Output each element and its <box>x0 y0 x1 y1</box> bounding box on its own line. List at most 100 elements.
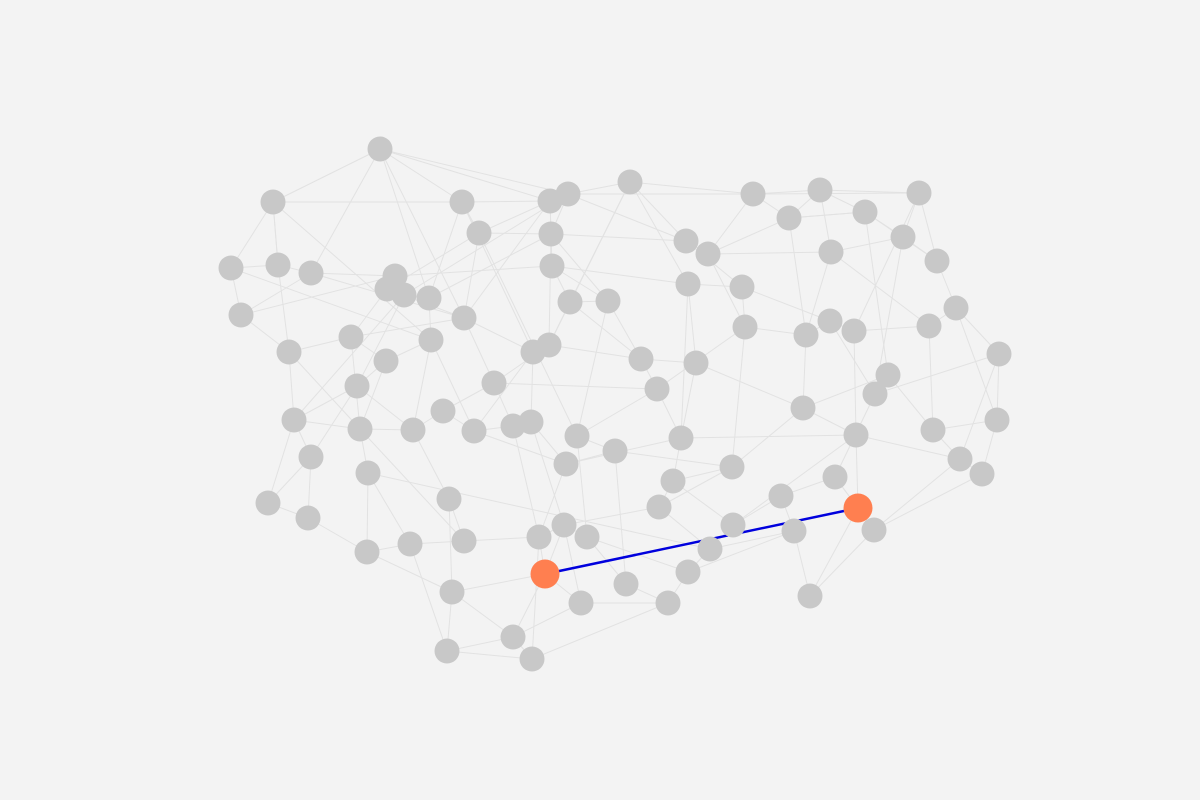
graph-node[interactable] <box>768 483 794 509</box>
graph-node[interactable] <box>276 339 302 365</box>
graph-node[interactable] <box>255 490 281 516</box>
graph-node[interactable] <box>843 422 869 448</box>
graph-node[interactable] <box>347 416 373 442</box>
graph-node[interactable] <box>461 418 487 444</box>
graph-node[interactable] <box>451 305 477 331</box>
graph-node[interactable] <box>729 274 755 300</box>
graph-node[interactable] <box>861 517 887 543</box>
graph-node[interactable] <box>539 253 565 279</box>
graph-node[interactable] <box>862 381 888 407</box>
graph-node[interactable] <box>822 464 848 490</box>
graph-node[interactable] <box>434 638 460 664</box>
graph-node[interactable] <box>354 539 380 565</box>
graph-node[interactable] <box>906 180 932 206</box>
graph-node[interactable] <box>781 518 807 544</box>
graph-node[interactable] <box>943 295 969 321</box>
graph-node[interactable] <box>852 199 878 225</box>
graph-node[interactable] <box>397 531 423 557</box>
graph-node[interactable] <box>260 189 286 215</box>
graph-node[interactable] <box>344 373 370 399</box>
graph-node[interactable] <box>595 288 621 314</box>
graph-node[interactable] <box>451 528 477 554</box>
graph-node[interactable] <box>416 285 442 311</box>
graph-node[interactable] <box>660 468 686 494</box>
graph-node[interactable] <box>673 228 699 254</box>
graph-node[interactable] <box>793 322 819 348</box>
graph-node[interactable] <box>695 241 721 267</box>
graph-node[interactable] <box>298 260 324 286</box>
graph-node[interactable] <box>574 524 600 550</box>
graph-node[interactable] <box>719 454 745 480</box>
graph-node[interactable] <box>646 494 672 520</box>
graph-node[interactable] <box>655 590 681 616</box>
node-layer <box>218 136 1012 672</box>
graph-node[interactable] <box>526 524 552 550</box>
graph-node[interactable] <box>947 446 973 472</box>
graph-node[interactable] <box>797 583 823 609</box>
graph-node[interactable] <box>298 444 324 470</box>
graph-node[interactable] <box>519 646 545 672</box>
graph-node[interactable] <box>557 289 583 315</box>
graph-node[interactable] <box>740 181 766 207</box>
graph-node[interactable] <box>807 177 833 203</box>
graph-node[interactable] <box>430 398 456 424</box>
graph-node[interactable] <box>338 324 364 350</box>
graph-node[interactable] <box>613 571 639 597</box>
graph-edge <box>548 233 552 346</box>
graph-node[interactable] <box>536 332 562 358</box>
graph-node[interactable] <box>890 224 916 250</box>
graph-node[interactable] <box>617 169 643 195</box>
graph-node[interactable] <box>355 460 381 486</box>
graph-node[interactable] <box>551 512 577 538</box>
graph-node[interactable] <box>790 395 816 421</box>
graph-node[interactable] <box>644 376 670 402</box>
graph-node[interactable] <box>720 512 746 538</box>
graph-node[interactable] <box>875 362 901 388</box>
graph-node[interactable] <box>449 189 475 215</box>
graph-node[interactable] <box>916 313 942 339</box>
graph-node[interactable] <box>436 486 462 512</box>
graph-node[interactable] <box>564 423 590 449</box>
graph-node[interactable] <box>218 255 244 281</box>
graph-node[interactable] <box>984 407 1010 433</box>
graph-node[interactable] <box>295 505 321 531</box>
graph-node[interactable] <box>373 348 399 374</box>
graph-node[interactable] <box>776 205 802 231</box>
graph-node[interactable] <box>683 350 709 376</box>
graph-node[interactable] <box>367 136 393 162</box>
graph-node[interactable] <box>920 417 946 443</box>
graph-node[interactable] <box>538 221 564 247</box>
graph-node[interactable] <box>518 409 544 435</box>
graph-node[interactable] <box>675 271 701 297</box>
graph-node[interactable] <box>986 341 1012 367</box>
graph-edge <box>230 201 274 269</box>
graph-node[interactable] <box>281 407 307 433</box>
graph-node[interactable] <box>602 438 628 464</box>
graph-node[interactable] <box>668 425 694 451</box>
graph-node[interactable] <box>555 181 581 207</box>
graph-node[interactable] <box>400 417 426 443</box>
graph-node[interactable] <box>418 327 444 353</box>
graph-node[interactable] <box>500 624 526 650</box>
graph-node[interactable] <box>553 451 579 477</box>
graph-node[interactable] <box>924 248 950 274</box>
graph-node[interactable] <box>732 314 758 340</box>
graph-node[interactable] <box>628 346 654 372</box>
highlighted-node[interactable] <box>530 559 560 589</box>
highlighted-node[interactable] <box>843 493 873 523</box>
graph-node[interactable] <box>265 252 291 278</box>
graph-node[interactable] <box>439 579 465 605</box>
graph-node[interactable] <box>675 559 701 585</box>
graph-node[interactable] <box>818 239 844 265</box>
graph-edge <box>531 536 540 660</box>
graph-node[interactable] <box>697 536 723 562</box>
graph-node[interactable] <box>568 590 594 616</box>
graph-edge <box>855 434 961 460</box>
graph-node[interactable] <box>841 318 867 344</box>
graph-node[interactable] <box>817 308 843 334</box>
graph-node[interactable] <box>969 461 995 487</box>
graph-node[interactable] <box>391 282 417 308</box>
graph-node[interactable] <box>481 370 507 396</box>
graph-node[interactable] <box>228 302 254 328</box>
graph-node[interactable] <box>466 220 492 246</box>
